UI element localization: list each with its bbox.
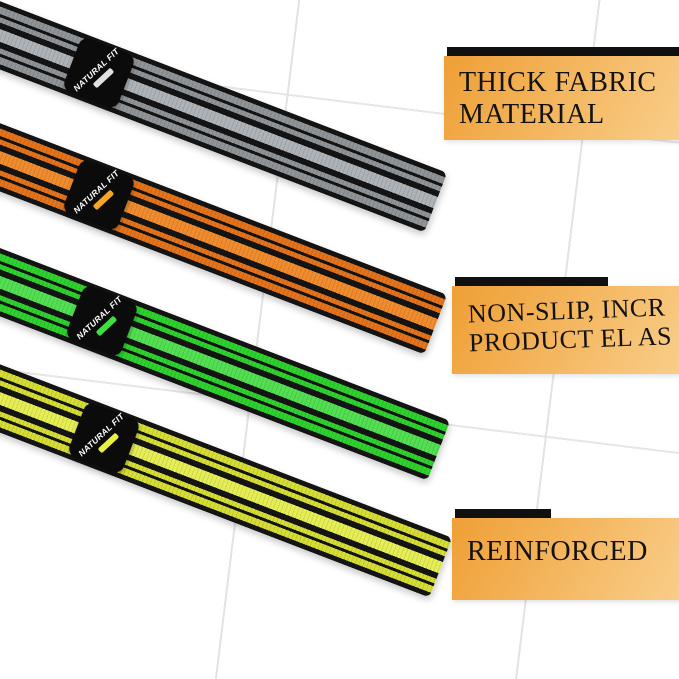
callout-line: REINFORCED [467,536,648,567]
callout-text: THICK FABRIC MATERIAL [444,56,679,130]
brand-tag: NATURAL FIT [61,157,137,232]
callout-reinforced: REINFORCED [452,509,679,600]
callout-text: NON-SLIP, INCR PRODUCT EL AS [452,278,679,359]
brand-tag-content: NATURAL FIT [71,168,127,222]
brand-tag-content: NATURAL FIT [74,294,130,348]
callout-line: THICK FABRIC [459,67,657,98]
brand-tag: NATURAL FIT [66,400,142,475]
callout-top-bar [455,509,551,518]
callout-line: MATERIAL [459,98,605,130]
brand-tag: NATURAL FIT [64,283,140,358]
brand-tag: NATURAL FIT [61,35,137,110]
callout-top-bar [455,277,608,286]
brand-tag-content: NATURAL FIT [76,411,132,465]
callout-non-slip: NON-SLIP, INCR PRODUCT EL AS [452,277,679,374]
callout-line: PRODUCT EL AS [468,321,673,358]
brand-tag-content: NATURAL FIT [71,46,127,100]
callout-text: REINFORCED [452,518,679,568]
callout-top-bar [447,47,679,56]
callout-thick-fabric: THICK FABRIC MATERIAL [444,47,679,140]
